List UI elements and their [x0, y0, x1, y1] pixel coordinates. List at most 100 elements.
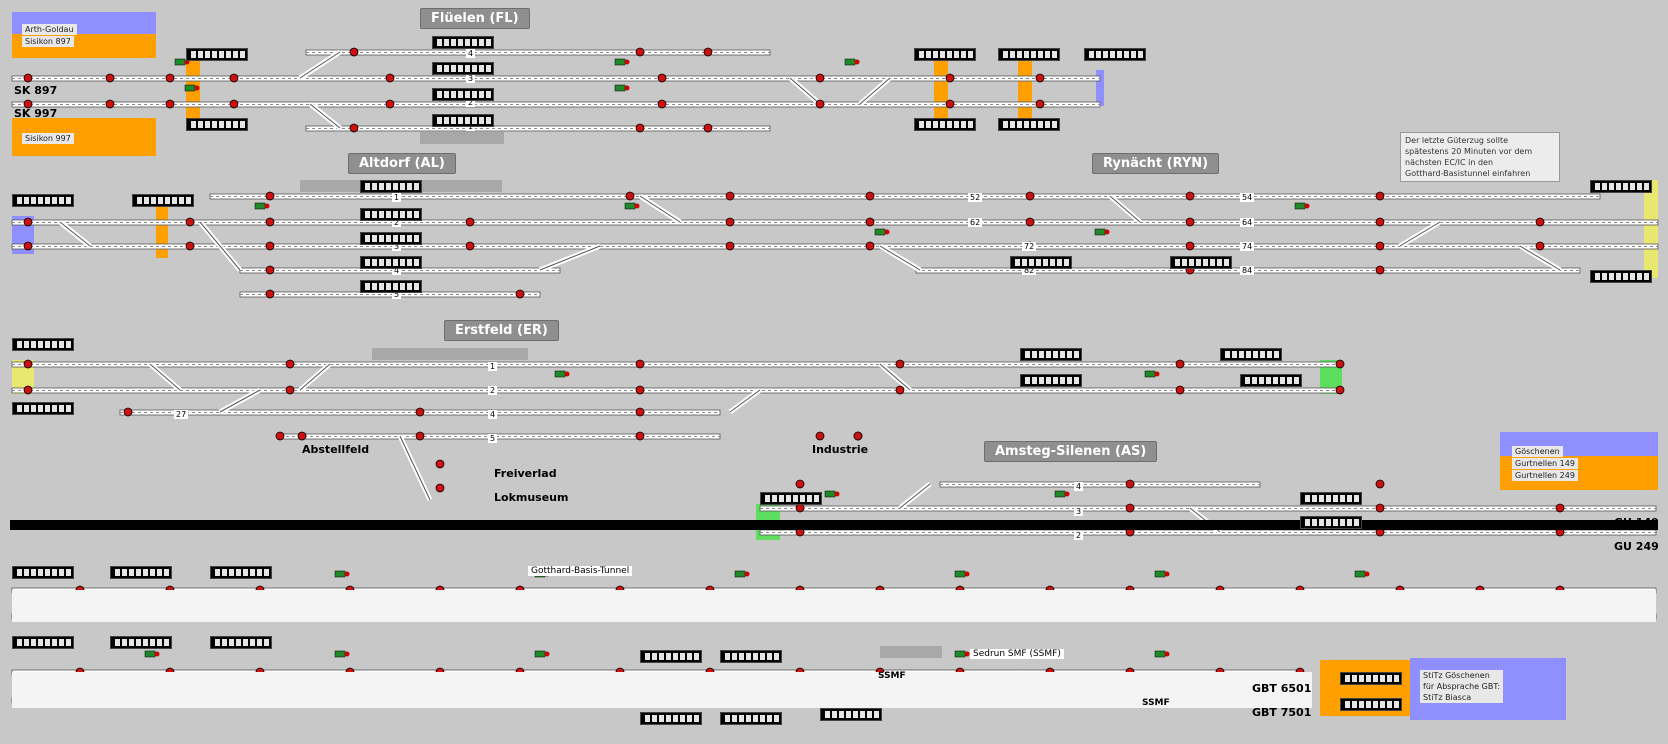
track-number: 84: [1240, 266, 1255, 275]
station-title-erstfeld[interactable]: Erstfeld (ER): [444, 320, 559, 341]
signal-green-icon: [954, 570, 966, 578]
gurtnellen-149-label: Gurtnellen 149: [1512, 458, 1578, 469]
sisikon-997-label: Sisikon 997: [22, 133, 74, 144]
block-indicator: [210, 566, 272, 579]
track-switch: [859, 77, 891, 105]
signal-icon: [435, 459, 445, 469]
track-switch: [59, 221, 91, 247]
track-number: 4: [488, 410, 498, 419]
sedrun-platform: [880, 646, 942, 658]
track-switch: [399, 435, 431, 501]
end-box: [156, 202, 168, 258]
sedrun-title[interactable]: Sedrun SMF (SSMF): [970, 649, 1064, 659]
signal-icon: [23, 99, 33, 109]
signal-icon: [635, 123, 645, 133]
signal-green-icon: [534, 650, 546, 658]
track-switch: [1399, 221, 1441, 247]
signal-icon: [725, 191, 735, 201]
tunnel-area-north: [12, 590, 1656, 622]
track-switch: [899, 483, 931, 509]
signal-icon: [385, 99, 395, 109]
signal-icon: [1125, 503, 1135, 513]
block-indicator: [1020, 348, 1082, 361]
track-switch: [1109, 195, 1141, 223]
signal-green-icon: [184, 84, 196, 92]
signal-icon: [105, 99, 115, 109]
signal-icon: [385, 73, 395, 83]
gbt-7501-label: GBT 7501: [1252, 706, 1312, 719]
gurtnellen-249-label: Gurtnellen 249: [1512, 470, 1578, 481]
signal-icon: [349, 47, 359, 57]
signal-icon: [1164, 651, 1170, 657]
signal-icon: [834, 491, 840, 497]
signal-icon: [895, 359, 905, 369]
signal-icon: [795, 479, 805, 489]
track-switch: [309, 103, 341, 129]
station-title-altdorf[interactable]: Altdorf (AL): [348, 153, 456, 174]
signal-icon: [725, 217, 735, 227]
block-indicator: [432, 114, 494, 127]
gu-149-label: GU 149: [1614, 516, 1659, 529]
block-indicator: [12, 338, 74, 351]
signal-icon: [435, 483, 445, 493]
signal-icon: [1375, 265, 1385, 275]
signal-icon: [285, 385, 295, 395]
signal-icon: [635, 431, 645, 441]
tunnel-area-south: [12, 672, 1312, 708]
gbt-6501-label: GBT 6501: [1252, 682, 1312, 695]
signal-icon: [194, 85, 200, 91]
station-title-amsteg[interactable]: Amsteg-Silenen (AS): [984, 441, 1158, 462]
signal-green-icon: [624, 202, 636, 210]
signal-icon: [1035, 73, 1045, 83]
signal-icon: [964, 571, 970, 577]
signal-icon: [635, 407, 645, 417]
signal-icon: [1025, 191, 1035, 201]
ssmf-label-2: SSMF: [1142, 698, 1170, 708]
signal-icon: [744, 571, 750, 577]
block-indicator: [360, 208, 422, 221]
signal-icon: [1304, 203, 1310, 209]
signal-icon: [815, 431, 825, 441]
signal-green-icon: [1094, 228, 1106, 236]
signal-green-icon: [614, 58, 626, 66]
signal-icon: [1535, 217, 1545, 227]
signal-icon: [865, 217, 875, 227]
goeschenen-label: Göschenen: [1512, 446, 1563, 457]
signal-icon: [1164, 571, 1170, 577]
track-number: 2: [466, 98, 476, 107]
track-segment: [305, 49, 771, 56]
signal-icon: [703, 123, 713, 133]
signal-icon: [23, 359, 33, 369]
signal-icon: [297, 431, 307, 441]
block-indicator: [432, 62, 494, 75]
signal-icon: [1335, 359, 1345, 369]
ssmf-label-1: SSMF: [878, 671, 906, 681]
block-indicator: [720, 712, 782, 725]
signal-icon: [1125, 479, 1135, 489]
signal-icon: [229, 73, 239, 83]
station-title-flueelen[interactable]: Flüelen (FL): [420, 8, 530, 29]
block-indicator: [12, 194, 74, 207]
track-number: 2: [488, 386, 498, 395]
signal-icon: [265, 191, 275, 201]
signal-icon: [815, 73, 825, 83]
signal-icon: [265, 289, 275, 299]
signal-icon: [515, 289, 525, 299]
signal-green-icon: [144, 650, 156, 658]
signal-icon: [854, 59, 860, 65]
signal-icon: [105, 73, 115, 83]
track-number: 72: [1022, 242, 1037, 251]
signal-icon: [657, 73, 667, 83]
signal-icon: [265, 241, 275, 251]
block-indicator: [1340, 698, 1402, 711]
track-number: 62: [968, 218, 983, 227]
sisikon-997-panel: Sisikon 997: [12, 118, 156, 156]
erstfeld-platform: [372, 348, 528, 360]
signal-icon: [634, 203, 640, 209]
signal-icon: [625, 191, 635, 201]
signal-icon: [703, 47, 713, 57]
block-indicator: [360, 232, 422, 245]
station-title-rynaecht[interactable]: Rynächt (RYN): [1092, 153, 1220, 174]
end-box: [1018, 60, 1032, 118]
